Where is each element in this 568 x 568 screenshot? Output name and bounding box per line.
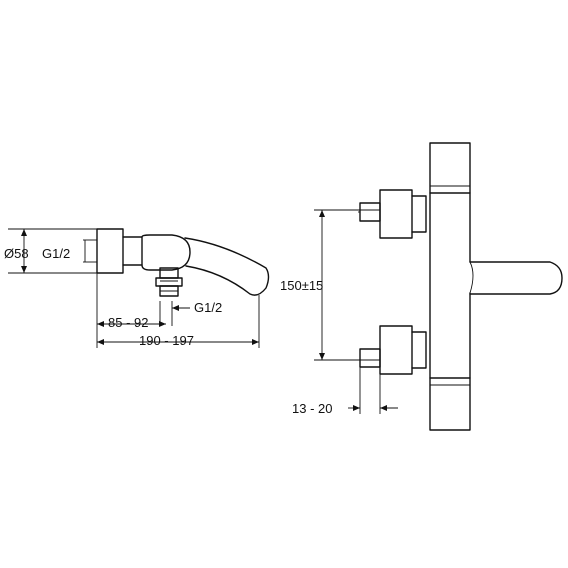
front-view-body xyxy=(429,192,471,379)
front-view-bottom-cap xyxy=(429,377,471,431)
front-view: 150±15 13 - 20 xyxy=(280,142,563,431)
center-distance-label: 150±15 xyxy=(280,278,323,293)
center-distance-dimension: 150±15 xyxy=(280,209,380,361)
side-view: Ø58 G1/2 G1/2 85 - 92 xyxy=(4,228,270,348)
wall-offset-dimension: 13 - 20 xyxy=(292,367,398,416)
side-thread-dimension: G1/2 xyxy=(42,239,97,263)
diameter-label: Ø58 xyxy=(4,246,29,261)
front-view-bottom-inlet xyxy=(359,325,427,375)
front-view-spout xyxy=(469,261,563,295)
front-view-top-inlet xyxy=(358,189,427,239)
offset-label: 85 - 92 xyxy=(108,315,148,330)
bottom-thread-label: G1/2 xyxy=(194,300,222,315)
wall-offset-label: 13 - 20 xyxy=(292,401,332,416)
overall-length-dimension: 190 - 197 xyxy=(97,295,260,348)
side-view-body xyxy=(122,236,143,266)
side-thread-label: G1/2 xyxy=(42,246,70,261)
offset-dimension: 85 - 92 xyxy=(96,273,166,348)
side-view-bottom-outlet xyxy=(155,267,183,326)
front-view-top-cap xyxy=(429,142,471,194)
bottom-thread-dimension: G1/2 xyxy=(172,300,222,315)
side-view-spout xyxy=(184,237,270,296)
overall-length-label: 190 - 197 xyxy=(139,333,194,348)
side-view-diverter xyxy=(141,234,191,271)
diameter-dimension: Ø58 xyxy=(4,228,97,274)
side-view-wall-connector xyxy=(96,228,124,274)
